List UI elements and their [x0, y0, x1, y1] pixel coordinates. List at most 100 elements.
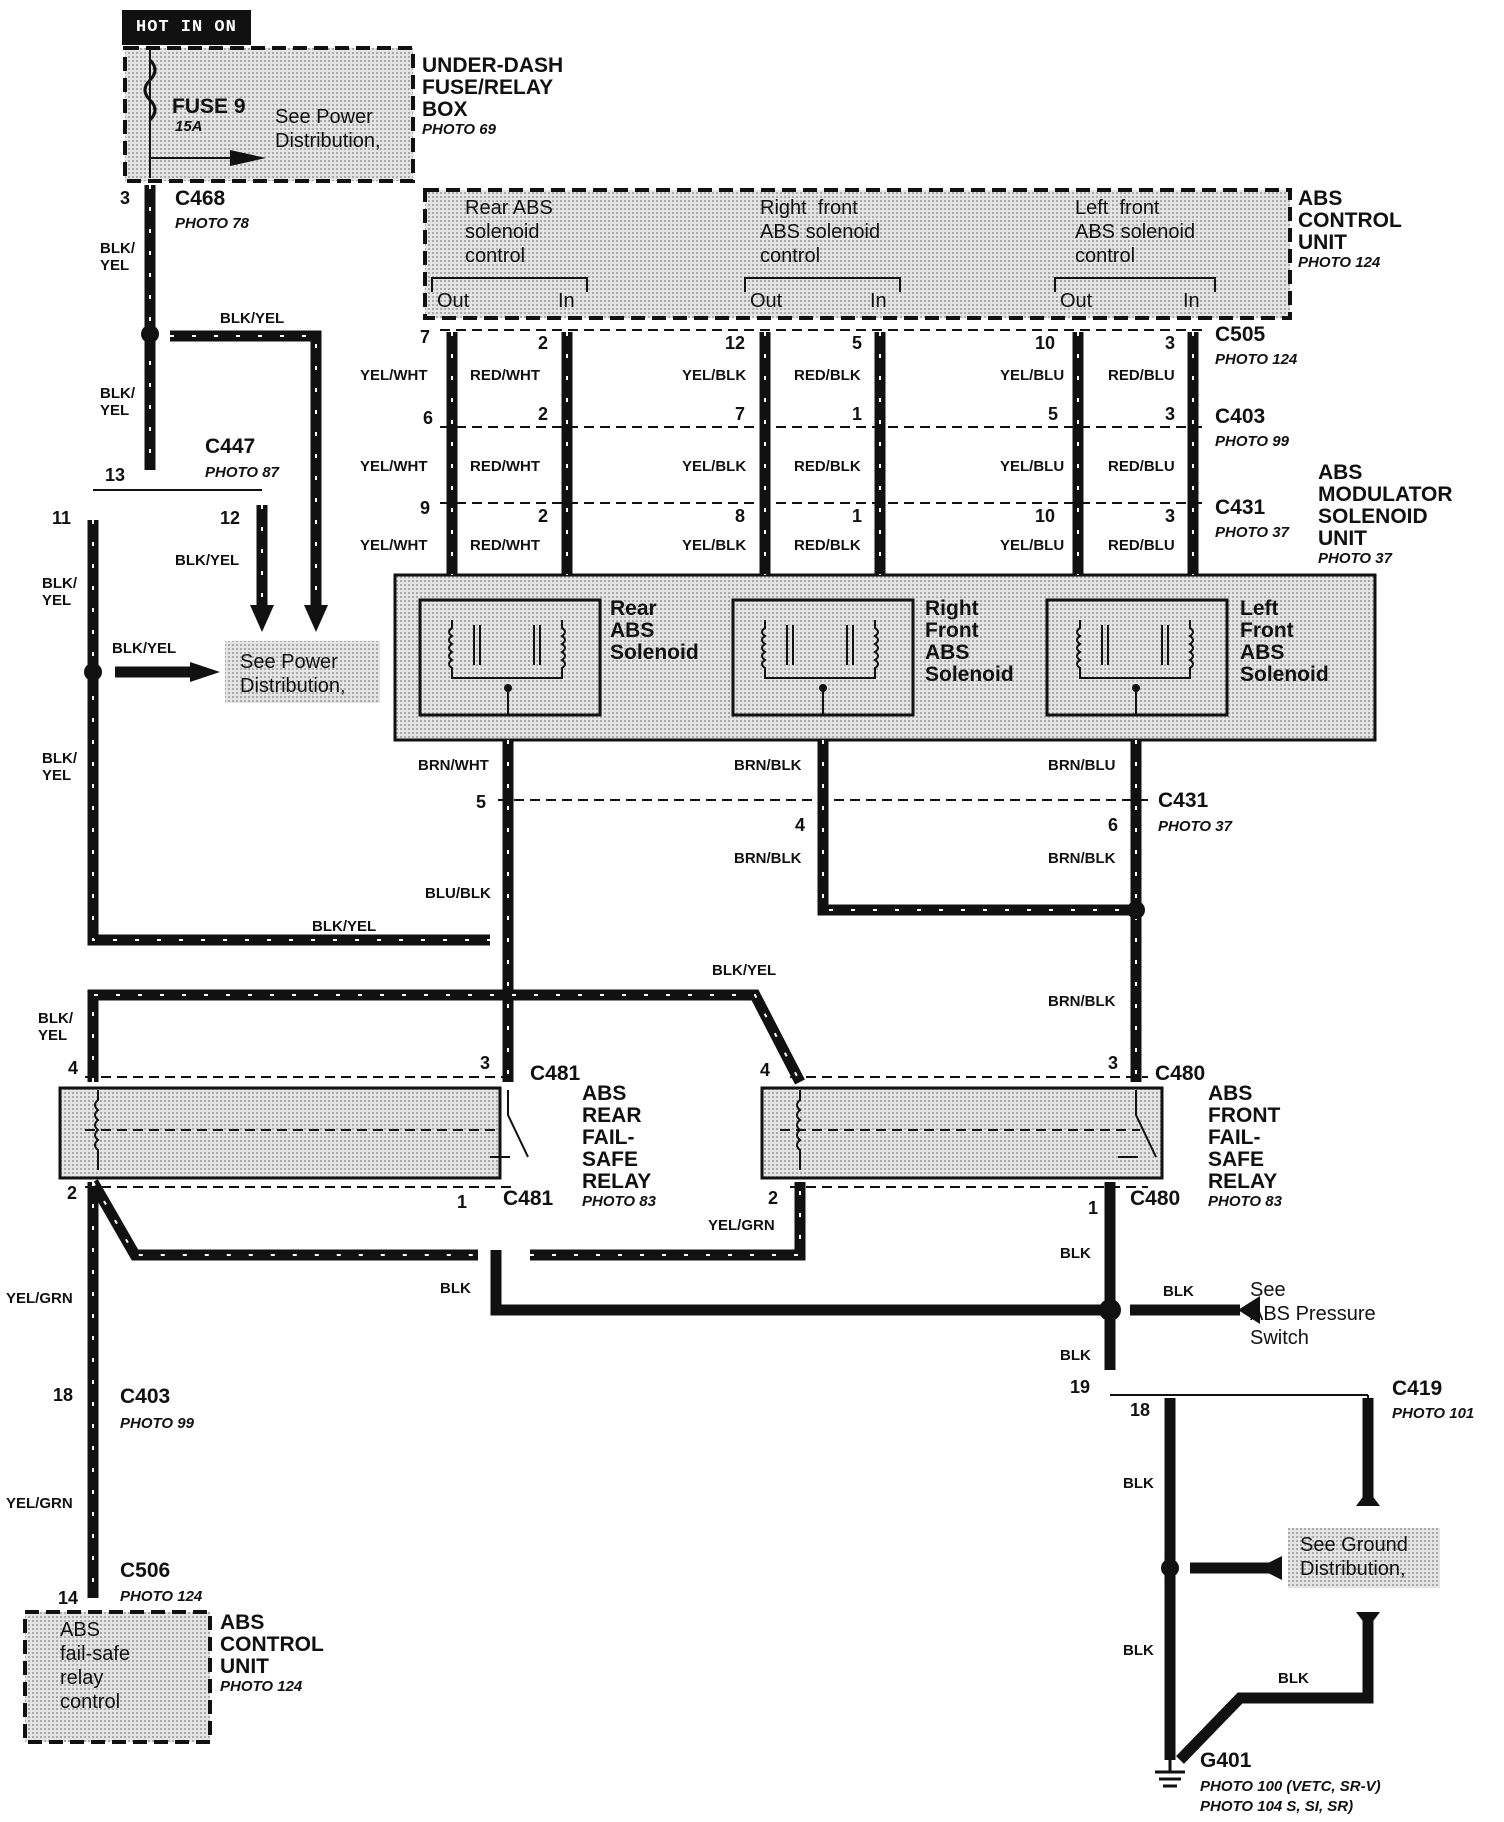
left-solenoid-label: Left Front ABS Solenoid	[1240, 597, 1329, 686]
wire-blk: BLK	[1060, 1245, 1091, 1262]
c403-low-label: C403	[120, 1385, 171, 1408]
wire-yel-grn: YEL/GRN	[6, 1290, 73, 1307]
wire-yel-blu: YEL/BLU	[1000, 367, 1065, 384]
c506-pin: 14	[58, 1588, 79, 1608]
wire-brn-blk: BRN/BLK	[734, 850, 802, 867]
wire-red-blk: RED/BLK	[794, 537, 861, 554]
c431-pin: 8	[735, 506, 746, 526]
wire-red-wht: RED/WHT	[470, 367, 540, 384]
rear-relay-pin-3: 3	[480, 1053, 491, 1073]
modulator-title: ABS MODULATOR SOLENOID UNIT	[1318, 461, 1453, 550]
abs-control-unit-bottom-box	[23, 1610, 212, 1744]
rear-relay-photo: PHOTO 83	[582, 1193, 656, 1210]
wire-yel-blk: YEL/BLK	[682, 367, 747, 384]
c480-bottom-label: C480	[1130, 1187, 1181, 1210]
c403-pin: 2	[538, 404, 549, 424]
c403-low-photo: PHOTO 99	[120, 1415, 194, 1432]
front-relay-pin-1: 1	[1088, 1198, 1099, 1218]
wire-red-blu: RED/BLU	[1108, 537, 1175, 554]
c431-lower-pin: 6	[1108, 815, 1119, 835]
wire-blk-yel: BLK/ YEL	[42, 575, 77, 609]
wire-brn-blk: BRN/BLK	[1048, 993, 1116, 1010]
c447-pin-11: 11	[52, 508, 72, 528]
abs-control-unit-title: ABS CONTROL UNIT	[1298, 187, 1402, 254]
g401-label: G401	[1200, 1749, 1252, 1772]
rear-relay-box	[58, 1086, 502, 1180]
abs-control-unit-bottom-photo: PHOTO 124	[220, 1678, 303, 1695]
wire-blk-yel: BLK/ YEL	[100, 385, 135, 419]
c403-pin: 6	[423, 408, 434, 428]
fuse-box-photo: PHOTO 69	[422, 121, 496, 138]
left-solenoid-control: Left front ABS solenoid control	[1075, 197, 1196, 267]
c403-pin: 3	[1165, 404, 1176, 424]
c403-photo: PHOTO 99	[1215, 433, 1289, 450]
c505-pin: 2	[538, 333, 549, 353]
wire-yel-grn: YEL/GRN	[708, 1217, 775, 1234]
wire-yel-wht: YEL/WHT	[360, 458, 428, 475]
rear-relay-pin-4: 4	[68, 1058, 79, 1078]
fuse-box-title: UNDER-DASH FUSE/RELAY BOX	[422, 54, 564, 121]
rear-relay-pin-2: 2	[67, 1183, 78, 1203]
wire-brn-blk: BRN/BLK	[1048, 850, 1116, 867]
wire-blk-yel: BLK/ YEL	[100, 240, 135, 274]
wire-yel-blk: YEL/BLK	[682, 458, 747, 475]
front-relay-pin-4: 4	[760, 1060, 771, 1080]
c505-pin: 10	[1035, 333, 1056, 353]
wire-brn-wht: BRN/WHT	[418, 757, 489, 774]
c447-pin-13: 13	[105, 465, 126, 485]
c468-photo: PHOTO 78	[175, 215, 249, 232]
see-abs-pressure-switch: See ABS Pressure Switch	[1250, 1279, 1376, 1349]
g401-photo-2: PHOTO 104 S, SI, SR)	[1200, 1798, 1354, 1815]
wire-blk-yel: BLK/ YEL	[42, 750, 77, 784]
wire-red-blk: RED/BLK	[794, 367, 861, 384]
see-power-mid: See Power Distribution,	[240, 651, 346, 697]
c431-lower-label: C431	[1158, 789, 1209, 812]
c447-photo: PHOTO 87	[205, 464, 279, 481]
c431-label: C431	[1215, 496, 1266, 519]
c468-pin: 3	[120, 188, 131, 208]
wire-blk-yel: BLK/YEL	[312, 918, 377, 935]
c403-pin: 5	[1048, 404, 1059, 424]
c506-label: C506	[120, 1559, 171, 1582]
wire-brn-blk: BRN/BLK	[734, 757, 802, 774]
wire-red-blu: RED/BLU	[1108, 458, 1175, 475]
abs-control-unit-bottom-title: ABS CONTROL UNIT	[220, 1611, 324, 1678]
c431-lower-photo: PHOTO 37	[1158, 818, 1232, 835]
wire-blk-yel: BLK/ YEL	[38, 1010, 73, 1044]
wire-blk: BLK	[1278, 1670, 1309, 1687]
left-out: Out	[1060, 290, 1093, 312]
c419-photo: PHOTO 101	[1392, 1405, 1475, 1422]
c505-pin: 12	[725, 333, 746, 353]
fuse-label: FUSE 9	[172, 95, 246, 118]
c419-pin-19: 19	[1070, 1377, 1091, 1397]
rear-relay-title: ABS REAR FAIL- SAFE RELAY	[582, 1082, 652, 1193]
front-relay-title: ABS FRONT FAIL- SAFE RELAY	[1208, 1082, 1281, 1193]
c506-photo: PHOTO 124	[120, 1588, 203, 1605]
hot-in-on-label: HOT IN ON	[122, 10, 251, 45]
wire-blk: BLK	[440, 1280, 471, 1297]
c431-lower-pin: 5	[476, 792, 487, 812]
abs-control-unit-photo: PHOTO 124	[1298, 254, 1381, 271]
abs-control-unit-top-box	[423, 188, 1292, 320]
fuse-see-power: See Power Distribution,	[275, 106, 381, 152]
wire-blk: BLK	[1163, 1283, 1194, 1300]
right-out: Out	[750, 290, 783, 312]
c447-label: C447	[205, 435, 256, 458]
c480-top-label: C480	[1155, 1062, 1206, 1085]
wire-red-wht: RED/WHT	[470, 458, 540, 475]
wire-blk: BLK	[1060, 1347, 1091, 1364]
c431-photo: PHOTO 37	[1215, 524, 1289, 541]
wire-yel-blk: YEL/BLK	[682, 537, 747, 554]
c481-top-label: C481	[530, 1062, 581, 1085]
c505-pin: 7	[420, 327, 431, 347]
wire-yel-grn: YEL/GRN	[6, 1495, 73, 1512]
abs-fail-safe-relay-control: ABS fail-safe relay control	[60, 1619, 131, 1713]
c505-photo: PHOTO 124	[1215, 351, 1298, 368]
g401-photo-1: PHOTO 100 (VETC, SR-V)	[1200, 1778, 1381, 1795]
wire-blk: BLK	[1123, 1642, 1154, 1659]
rear-relay-pin-1: 1	[457, 1192, 468, 1212]
c419-label: C419	[1392, 1377, 1443, 1400]
wire-yel-blu: YEL/BLU	[1000, 458, 1065, 475]
c481-bottom-label: C481	[503, 1187, 554, 1210]
c403-pin: 1	[852, 404, 863, 424]
